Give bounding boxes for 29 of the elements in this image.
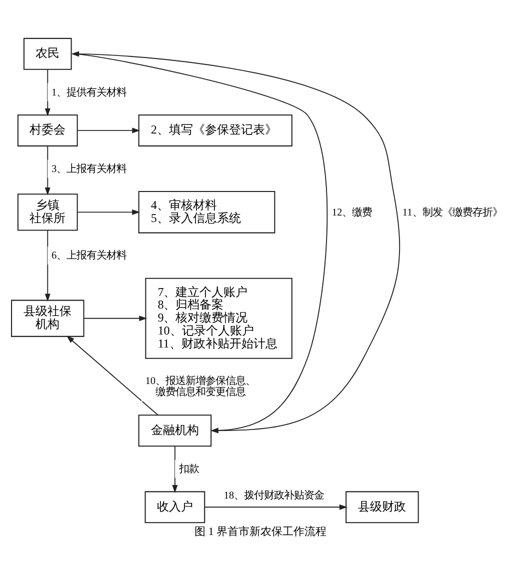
arrow [172,445,178,492]
node-box: 收入户 [144,490,206,523]
node-box: 金融机构 [138,414,212,446]
node-box: 乡镇社保所 [17,193,78,230]
edge-label: 12、缴费 [332,206,372,218]
edge-label: 18、拨付财政补贴资金 [224,490,324,502]
arrow [84,315,148,321]
arrow [66,335,158,416]
node-box: 4、审核材料 5、录入信息系统 [138,190,276,233]
edge-label: 1、提供有关材料 [52,86,127,98]
caption: 图 1 界首市新农保工作流程 [194,526,327,538]
node-box: 村委会 [17,114,78,146]
edge-label: 11、制发《缴费存折》 [402,206,502,218]
edge-label: 3、上报有关材料 [52,163,127,174]
arrow [44,145,50,195]
arrow [44,68,50,116]
arrow [71,50,400,431]
node-box: 2、填写《参保登记表》 [138,114,292,146]
node-box: 县级社保机构 [11,299,84,336]
edge-label: 6、上报有关材料 [52,250,127,262]
arrow [44,229,50,302]
node-box: 7、建立个人账户 8、归档备案 9、核对缴费情况 10、记录个人账户 11、财政补贴开始计息 [145,277,292,358]
arrow [204,504,348,510]
edge-label: 扣款 [178,463,199,474]
arrow [76,127,140,133]
node-box: 县级财政 [346,490,419,523]
node-box: 农民 [23,37,72,70]
arrow [77,208,140,214]
edge-label: 10、报送新增参保信息、缴费信息和变更信息 [145,375,256,398]
